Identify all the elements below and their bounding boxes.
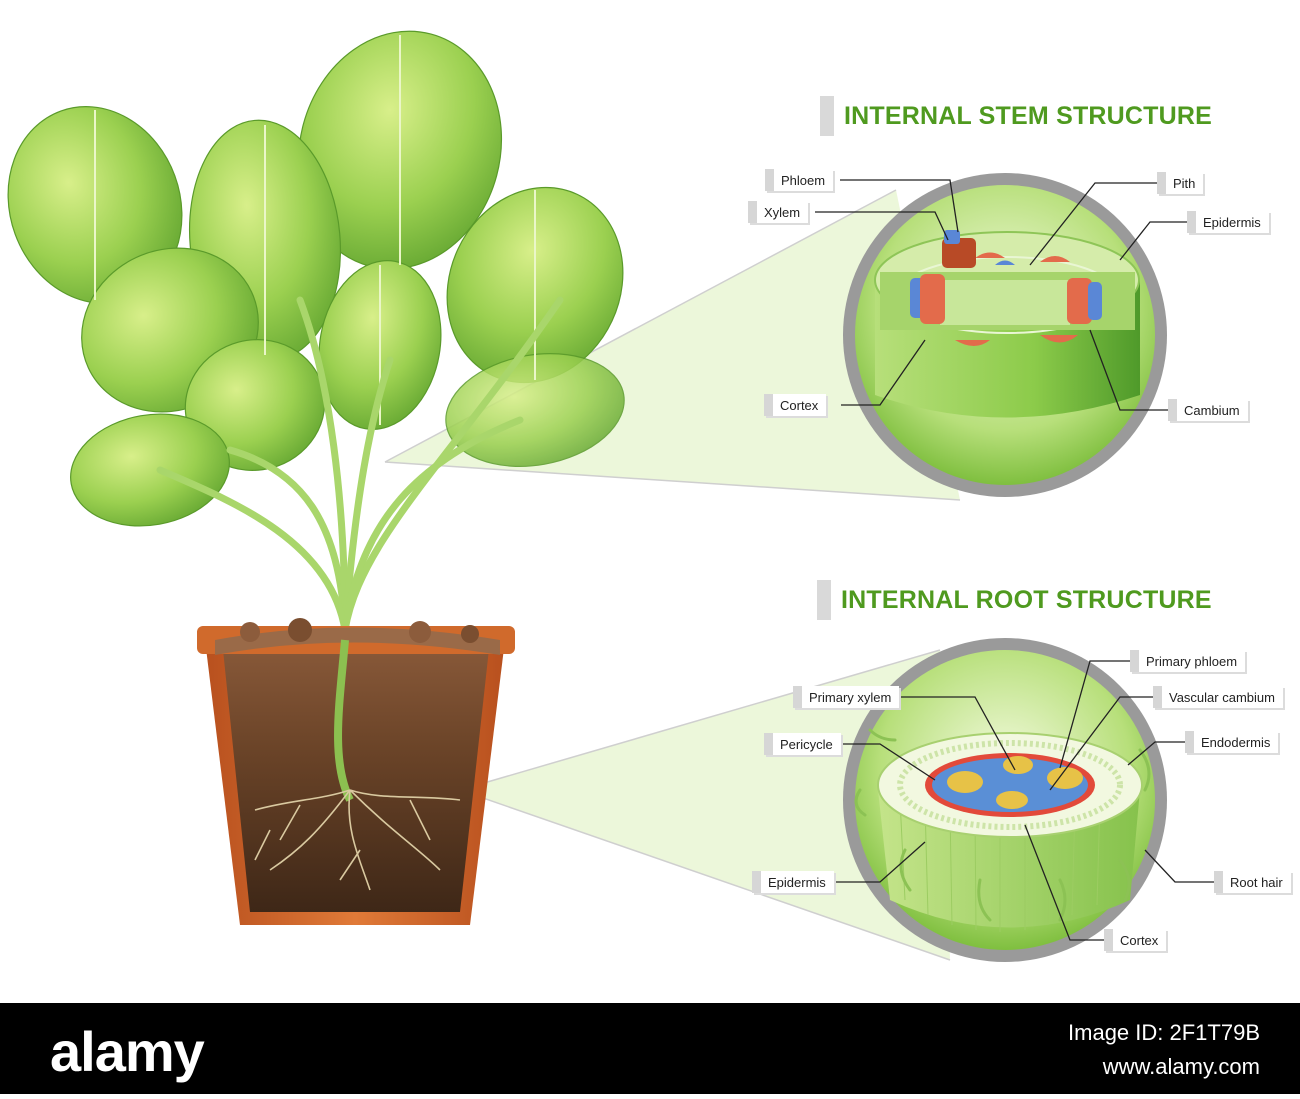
stem-title-text: INTERNAL STEM STRUCTURE	[844, 101, 1213, 130]
label-endodermis: Endodermis	[1185, 731, 1279, 753]
label-stem-cortex: Cortex	[764, 394, 827, 416]
flower-pot	[197, 618, 515, 925]
label-primary-xylem: Primary xylem	[793, 686, 900, 708]
leader-lines	[815, 179, 1215, 941]
title-accent-bar	[820, 96, 834, 136]
label-xylem: Xylem	[748, 201, 809, 223]
brand-logo: alamy	[50, 1020, 205, 1083]
label-phloem: Phloem	[765, 169, 834, 191]
label-root-hair: Root hair	[1214, 871, 1291, 893]
root-cross-section	[843, 638, 1167, 962]
stem-title: INTERNAL STEM STRUCTURE	[820, 96, 1223, 136]
stem-cross-section	[843, 173, 1167, 497]
watermark-footer: alamy Image ID: 2F1T79B www.alamy.com	[0, 1003, 1300, 1094]
label-root-epidermis: Epidermis	[752, 871, 834, 893]
title-accent-bar	[817, 580, 831, 620]
plant-roots	[254, 789, 461, 891]
site-url: www.alamy.com	[1102, 1054, 1260, 1079]
root-title-text: INTERNAL ROOT STRUCTURE	[841, 585, 1212, 614]
image-meta: Image ID: 2F1T79B www.alamy.com	[1068, 1020, 1260, 1080]
label-pericycle: Pericycle	[764, 733, 841, 755]
plant-leaves	[7, 30, 625, 527]
image-id: Image ID: 2F1T79B	[1068, 1020, 1260, 1045]
root-title: INTERNAL ROOT STRUCTURE	[817, 580, 1222, 620]
label-vascular-cambium: Vascular cambium	[1153, 686, 1283, 708]
plant-stems	[156, 296, 564, 634]
label-cambium: Cambium	[1168, 399, 1248, 421]
label-root-cortex: Cortex	[1104, 929, 1167, 951]
label-stem-epidermis: Epidermis	[1187, 211, 1269, 233]
label-pith: Pith	[1157, 172, 1204, 194]
label-primary-phloem: Primary phloem	[1130, 650, 1246, 672]
